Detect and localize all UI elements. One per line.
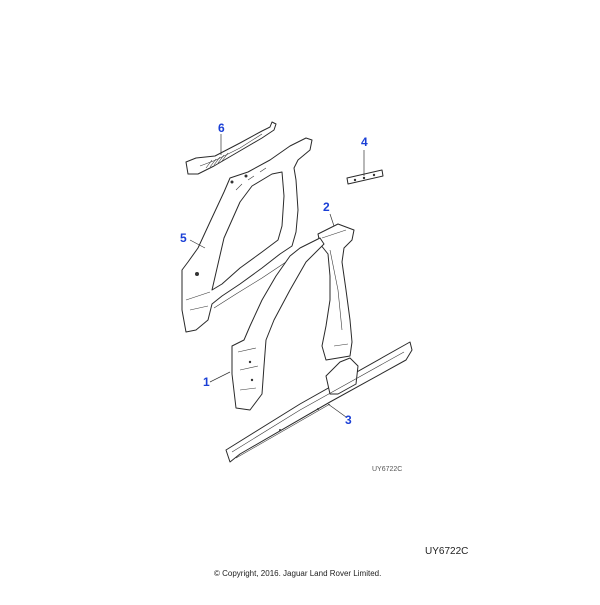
callout-2[interactable]: 2: [323, 200, 330, 214]
callout-3[interactable]: 3: [345, 413, 352, 427]
illustration-code: UY6722C: [425, 546, 469, 557]
copyright-notice: © Copyright, 2016. Jaguar Land Rover Lim…: [214, 569, 382, 578]
part-1-shape: [209, 237, 325, 411]
callout-4[interactable]: 4: [361, 135, 368, 149]
callout-6[interactable]: 6: [218, 121, 225, 135]
illustration-code-small: UY6722C: [372, 466, 403, 473]
part-4-shape: [346, 150, 384, 185]
callout-1[interactable]: 1: [203, 375, 210, 389]
part-3-shape: [225, 341, 413, 463]
callout-5[interactable]: 5: [180, 231, 187, 245]
part-5-shape: [181, 137, 313, 333]
part-2-shape: [317, 213, 355, 361]
part-6-shape: [185, 121, 277, 175]
